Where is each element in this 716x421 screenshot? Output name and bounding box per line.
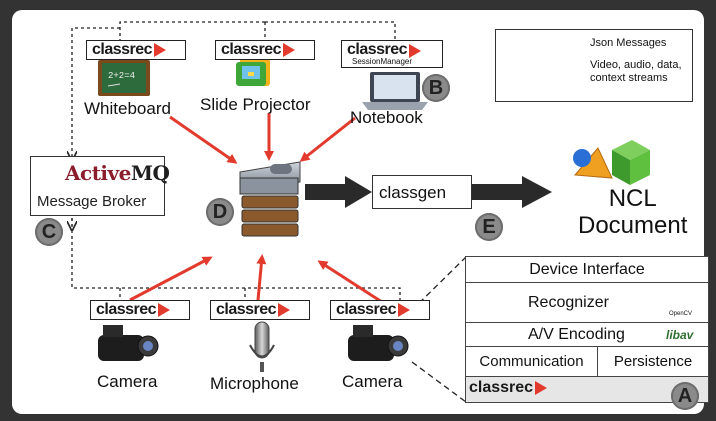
activemq-logo: ActiveMQ: [65, 161, 170, 185]
classrec-label: classrec: [221, 41, 282, 58]
classrec-badge-camera-right: classrec: [330, 300, 430, 320]
stack-recognizer: Recognizer: [466, 283, 708, 323]
classrec-badge-microphone: classrec: [210, 300, 310, 320]
classrec-label: classrec: [347, 41, 408, 58]
camera-left-icon: [98, 325, 159, 361]
stack-communication: Communication: [466, 347, 598, 377]
stack-persistence: Persistence: [598, 347, 708, 377]
legend-streams-line2: context streams: [590, 72, 668, 84]
stream-arrows: [129, 113, 383, 304]
classrec-badge-notebook: classrec: [341, 40, 443, 68]
marker-e: E: [475, 213, 503, 241]
notebook-label: Notebook: [350, 108, 423, 127]
recognizer-label: Recognizer: [528, 293, 609, 311]
camera-right-icon: [348, 325, 409, 361]
classrec-play-icon: [154, 43, 167, 57]
stack-classrec-row: classrec: [466, 377, 708, 402]
classgen-label: classgen: [379, 183, 447, 202]
ncl-line1: NCL: [608, 185, 657, 212]
classrec-badge-camera-left: classrec: [90, 300, 190, 320]
marker-b: B: [422, 74, 450, 102]
marker-d: D: [206, 198, 234, 226]
microphone-label: Microphone: [210, 374, 299, 393]
classrec-label: classrec: [216, 301, 277, 318]
json-lines-bottom: [72, 218, 401, 300]
ncl-cubes-icon: [573, 140, 650, 185]
classgen-box: classgen: [372, 175, 472, 209]
stack-device-interface: Device Interface: [466, 257, 708, 283]
classrec-label: classrec: [92, 41, 153, 58]
av-encoding-label: A/V Encoding: [528, 325, 625, 343]
laptop-icon: [362, 72, 428, 110]
slide-projector-label: Slide Projector: [200, 95, 311, 114]
classrec-stack: Device Interface Recognizer OpenCV A/V E…: [465, 256, 709, 403]
classrec-label: classrec: [336, 301, 397, 318]
classrec-play-icon: [278, 303, 291, 317]
message-broker-label: Message Broker: [37, 193, 147, 210]
legend-streams-line1: Video, audio, data,: [590, 59, 682, 71]
marker-a: A: [671, 382, 699, 410]
marker-c: C: [35, 218, 63, 246]
stack-av-encoding: A/V Encoding: [466, 323, 708, 347]
classrec-play-icon: [409, 44, 422, 58]
whiteboard-formula: 2+2=4: [108, 71, 135, 81]
session-manager-label: SessionManager: [352, 57, 413, 66]
server-icon: [239, 161, 301, 237]
classrec-play-icon: [535, 381, 548, 395]
processing-arrows: [305, 176, 552, 208]
json-lines-top: [72, 21, 396, 156]
whiteboard-icon: 2+2=4: [98, 60, 150, 96]
camera-left-label: Camera: [97, 372, 158, 391]
classrec-label: classrec: [96, 301, 157, 318]
camera-right-label: Camera: [342, 372, 403, 391]
message-broker-box: ActiveMQ Message Broker: [30, 156, 170, 216]
slide-projector-icon: [236, 58, 270, 86]
microphone-icon: [249, 321, 275, 372]
classrec-play-icon: [283, 43, 296, 57]
ncl-line2: Document: [578, 212, 688, 239]
legend-streams: Video, audio, data, context streams: [590, 59, 682, 85]
zoom-lines: [411, 256, 467, 403]
libav-label: libav: [666, 328, 694, 342]
classrec-play-icon: [398, 303, 411, 317]
opencv-label: OpenCV: [669, 311, 693, 317]
legend-box: Json Messages Video, audio, data, contex…: [495, 29, 693, 102]
whiteboard-label: Whiteboard: [84, 99, 171, 118]
classrec-badge-whiteboard: classrec: [86, 40, 186, 60]
classrec-label: classrec: [469, 379, 534, 396]
legend-json-messages: Json Messages: [590, 37, 667, 49]
classrec-badge-projector: classrec: [215, 40, 315, 60]
ncl-document-label: NCL Document: [578, 185, 687, 239]
classrec-play-icon: [158, 303, 171, 317]
